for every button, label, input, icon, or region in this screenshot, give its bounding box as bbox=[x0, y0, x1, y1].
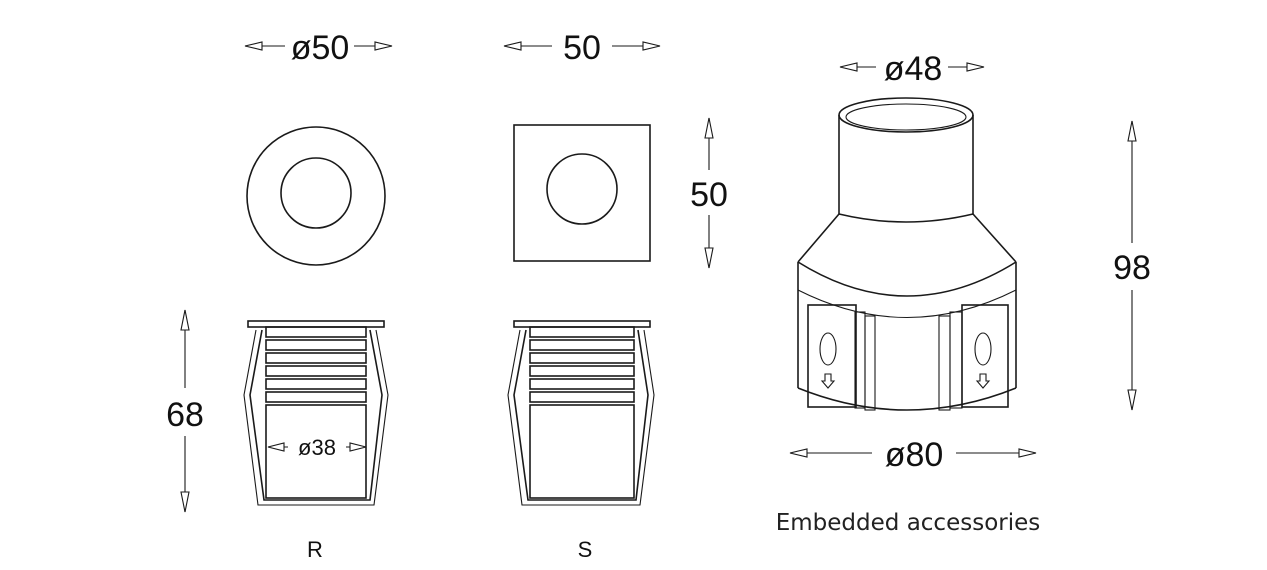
inner-diameter-dimension: ø38 bbox=[267, 435, 367, 460]
round-outer-circle bbox=[246, 126, 386, 266]
accessory-top-diameter-dimension: ø48 bbox=[839, 50, 985, 88]
square-height-dimension: 50 bbox=[690, 117, 728, 269]
accessory-height-dimension: 98 bbox=[1113, 120, 1151, 411]
inner-diameter-label: ø38 bbox=[298, 435, 336, 460]
accessory-top-diameter-label: ø48 bbox=[884, 50, 943, 88]
accessory-height-label: 98 bbox=[1113, 249, 1151, 287]
round-height-dimension: 68 bbox=[166, 309, 204, 513]
round-lens-circle bbox=[280, 157, 352, 229]
square-width-dimension: 50 bbox=[503, 29, 661, 67]
square-caption: S bbox=[578, 537, 593, 562]
round-top-view bbox=[246, 126, 386, 266]
round-side-view bbox=[243, 320, 389, 506]
accessory-bottom-diameter-label: ø80 bbox=[885, 436, 944, 474]
square-outer bbox=[513, 124, 651, 262]
round-width-dimension: ø50 bbox=[244, 29, 393, 67]
square-top-width-label: 50 bbox=[563, 29, 601, 67]
square-side-height-label: 50 bbox=[690, 176, 728, 214]
round-top-diameter-label: ø50 bbox=[291, 29, 350, 67]
round-height-label: 68 bbox=[166, 396, 204, 434]
square-lens-circle bbox=[546, 153, 618, 225]
square-side-view bbox=[507, 320, 655, 506]
square-top-view bbox=[513, 124, 651, 262]
accessory-bottom-diameter-dimension: ø80 bbox=[789, 436, 1037, 474]
accessory-caption: Embedded accessories bbox=[776, 510, 1041, 536]
embedded-accessory bbox=[797, 97, 1017, 411]
round-caption: R bbox=[307, 537, 323, 562]
